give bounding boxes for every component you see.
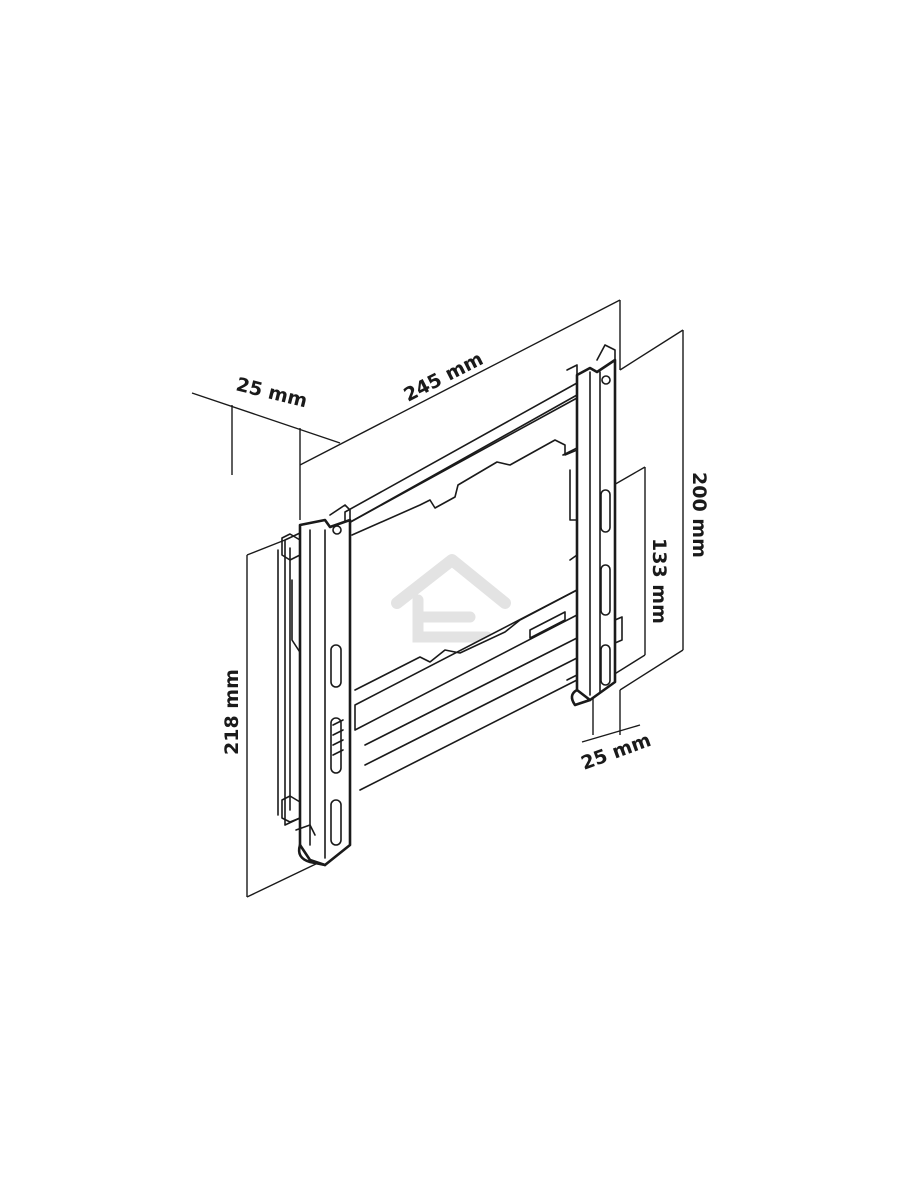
dim-overall-height: 200 mm: [688, 472, 710, 558]
dim-overall-width: 245 mm: [400, 348, 487, 407]
dim-depth-bottom: 25 mm: [578, 729, 654, 775]
tv-wall-mount-bracket-icon: [277, 344, 623, 867]
house-logo-icon: [391, 554, 511, 643]
dim-slot-spacing: 133 mm: [648, 538, 670, 624]
dim-left-height: 218 mm: [221, 669, 243, 755]
dim-depth-top: 25 mm: [234, 374, 310, 413]
